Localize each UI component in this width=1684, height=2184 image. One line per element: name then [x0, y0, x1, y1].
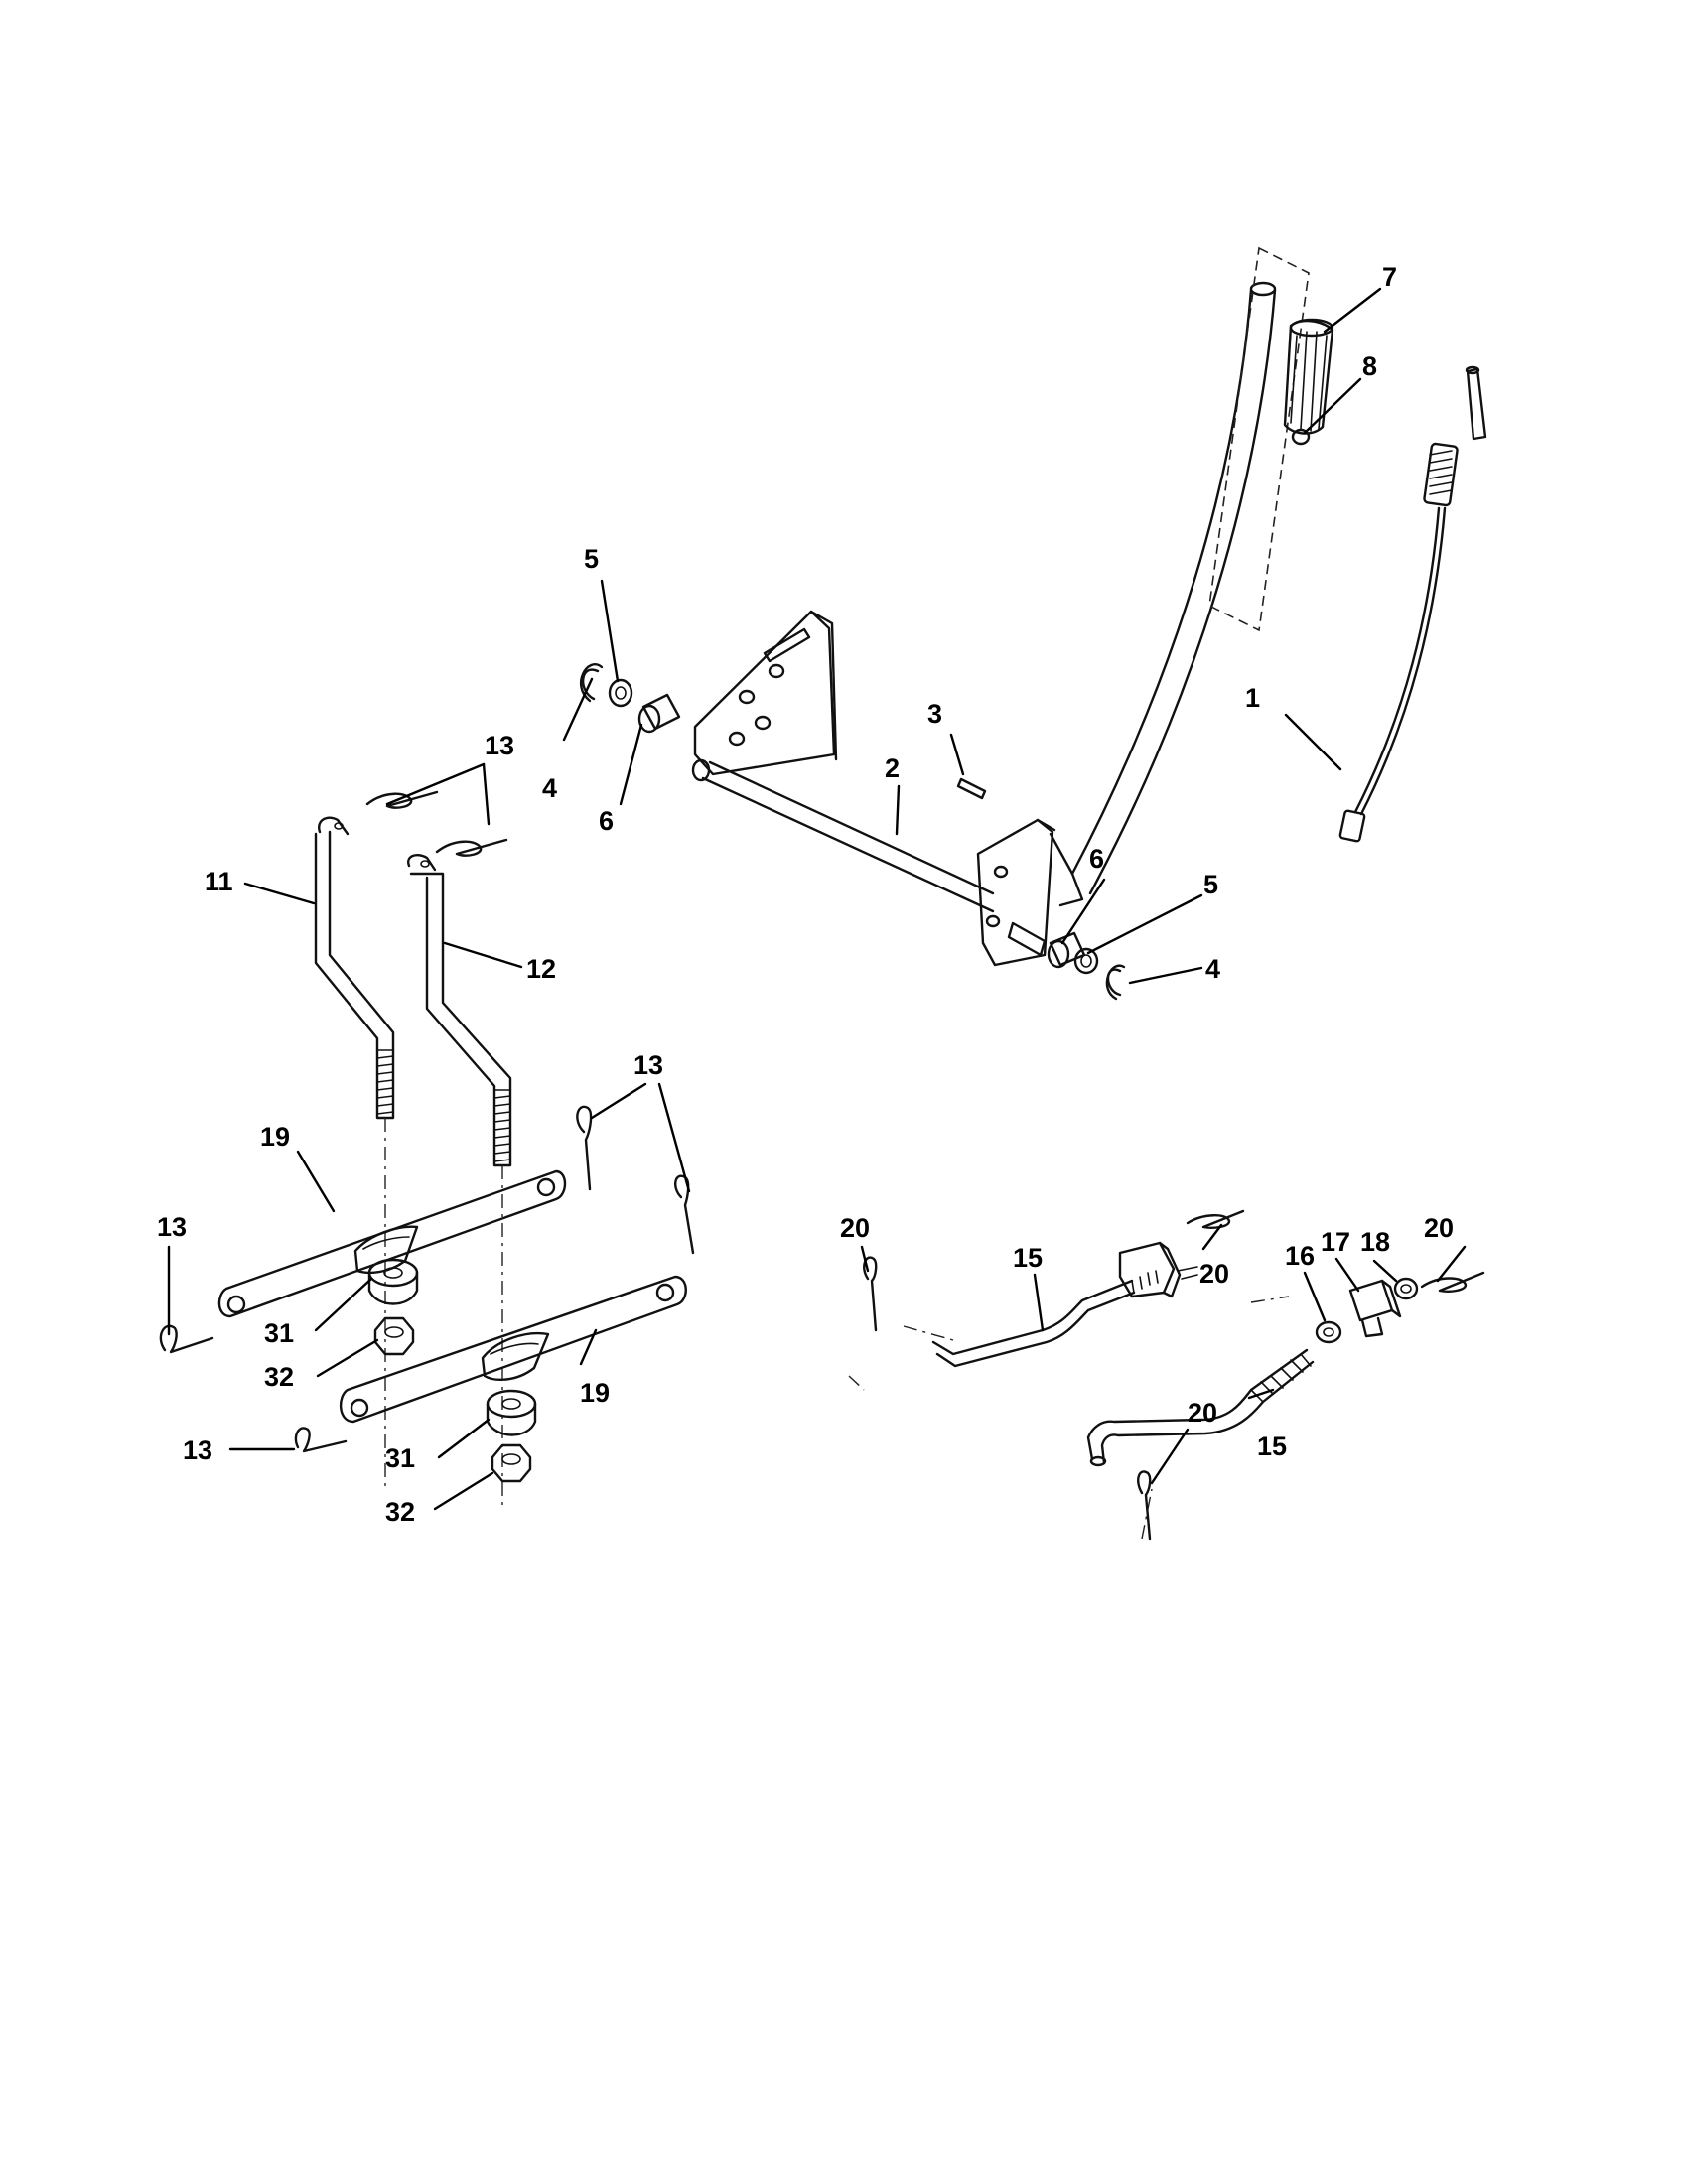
callout-32: 32 — [385, 1497, 415, 1527]
callout-31: 31 — [264, 1318, 294, 1348]
callout-6: 6 — [599, 806, 614, 836]
callout-12: 12 — [526, 954, 556, 984]
callout-20: 20 — [1424, 1213, 1454, 1243]
part-8-nut — [1291, 428, 1311, 446]
callout-17: 17 — [1321, 1227, 1350, 1257]
part-13-hairpin-clips — [159, 790, 695, 1453]
part-16-washer — [1315, 1320, 1342, 1344]
callout-4: 4 — [542, 773, 557, 803]
callout-20: 20 — [1199, 1259, 1229, 1289]
part-7-grip — [1283, 318, 1334, 435]
part-2-lift-shaft — [691, 281, 1277, 967]
part-19-lift-arm-lower — [340, 1275, 687, 1424]
part-3-roll-pin — [956, 777, 987, 800]
callout-5: 5 — [584, 544, 599, 574]
part-5-washer-left — [608, 678, 633, 708]
callout-31: 31 — [385, 1443, 415, 1473]
part-31-bushing-lower — [486, 1389, 537, 1436]
callout-6: 6 — [1089, 844, 1104, 874]
callout-15: 15 — [1257, 1432, 1287, 1461]
callout-4: 4 — [1205, 954, 1220, 984]
part-31-bushing-upper — [367, 1258, 419, 1305]
part-32-nut-lower — [491, 1443, 532, 1483]
callout-20: 20 — [840, 1213, 870, 1243]
part-1-cable — [1338, 365, 1487, 843]
part-18-nut — [1393, 1277, 1419, 1300]
callout-13: 13 — [157, 1212, 187, 1242]
part-15-rod-upper — [931, 1241, 1198, 1368]
callout-5: 5 — [1203, 870, 1218, 899]
callout-13: 13 — [633, 1050, 663, 1080]
callout-7: 7 — [1382, 262, 1397, 292]
callout-19: 19 — [580, 1378, 610, 1408]
callout-2: 2 — [885, 753, 900, 783]
callout-19: 19 — [260, 1122, 290, 1152]
callout-11: 11 — [205, 867, 233, 896]
part-17-trunnion — [1348, 1279, 1402, 1338]
callout-32: 32 — [264, 1362, 294, 1392]
callout-13: 13 — [485, 731, 514, 760]
part-4-retaining-ring-right — [1105, 964, 1126, 1001]
callout-16: 16 — [1285, 1241, 1315, 1271]
callout-18: 18 — [1360, 1227, 1390, 1257]
handle-extension-outline — [1208, 246, 1310, 632]
part-19-lift-arm-upper — [217, 1169, 567, 1318]
callout-1: 1 — [1245, 683, 1260, 713]
callout-15: 15 — [1013, 1243, 1043, 1273]
callout-3: 3 — [927, 699, 942, 729]
leader-lines — [167, 287, 1467, 1511]
part-12-lift-link — [407, 854, 512, 1167]
part-6-bushing-left — [637, 693, 681, 734]
part-5-washer-right — [1073, 947, 1099, 975]
part-11-lift-link — [314, 816, 395, 1120]
center-lines — [384, 1118, 1290, 1540]
part-4-retaining-ring-left — [579, 663, 604, 703]
callout-8: 8 — [1362, 351, 1377, 381]
callout-13: 13 — [183, 1435, 212, 1465]
callout-20: 20 — [1188, 1398, 1217, 1428]
part-15-rod-lower — [1086, 1348, 1315, 1467]
callout-labels: 1 2 3 4 4 5 5 6 6 7 8 11 12 13 13 13 13 … — [157, 262, 1454, 1527]
part-32-nut-upper — [373, 1316, 415, 1356]
